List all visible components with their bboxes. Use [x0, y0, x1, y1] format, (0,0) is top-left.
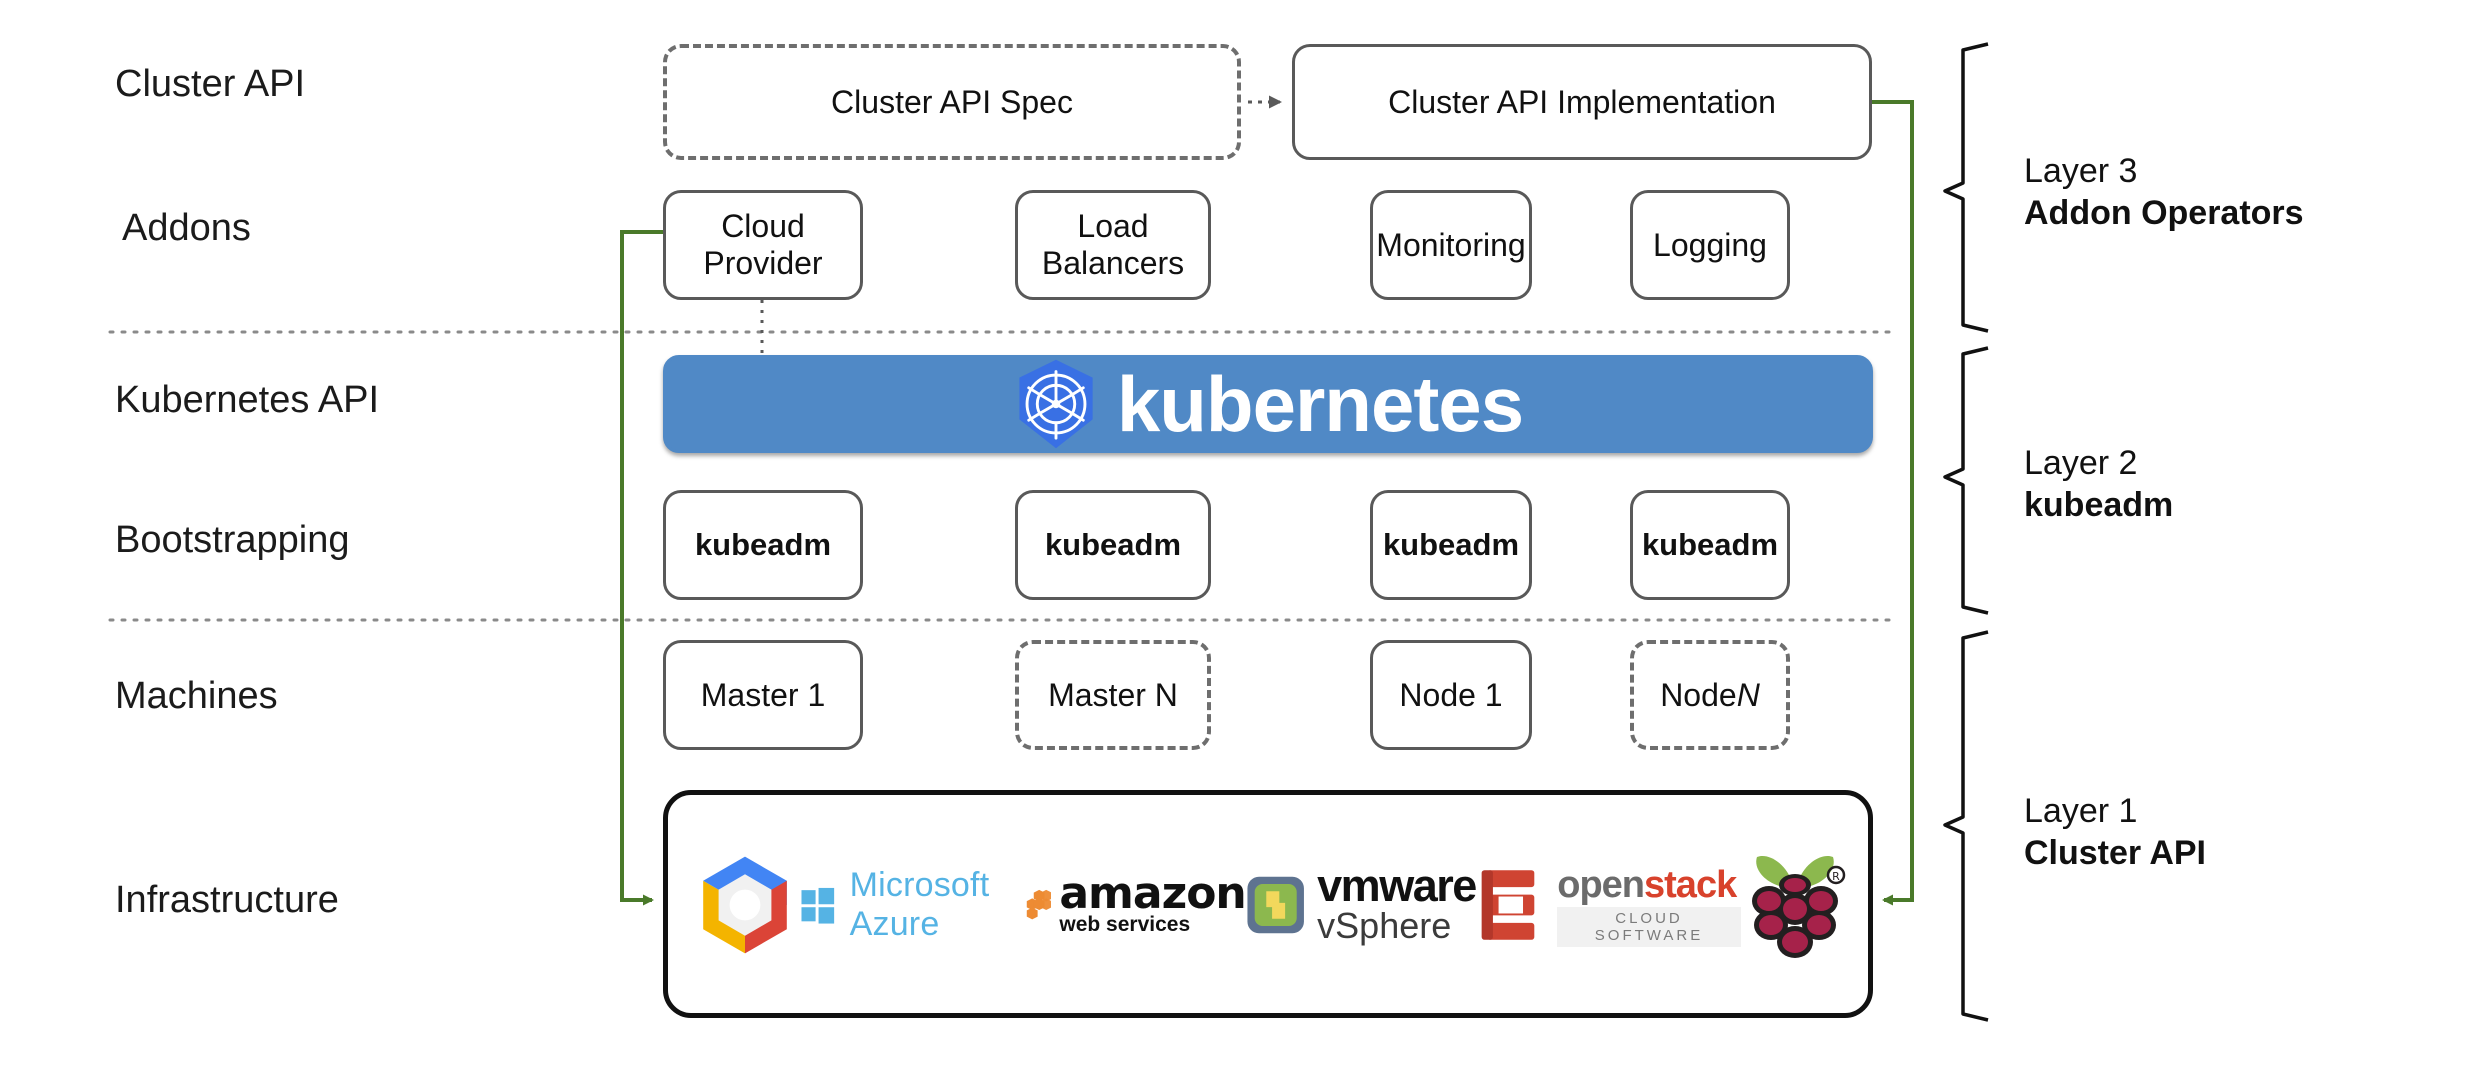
kubernetes-banner[interactable]: kubernetes	[663, 355, 1873, 453]
kubeadm-box-1[interactable]: kubeadm	[663, 490, 863, 600]
kubeadm-box-4[interactable]: kubeadm	[1630, 490, 1790, 600]
brace-label-layer-2-layer: Layer 2	[2024, 444, 2138, 482]
addon-box-load-balancers[interactable]: Load Balancers	[1015, 190, 1211, 300]
machine-box-node-1[interactable]: Node 1	[1370, 640, 1532, 750]
brace-label-layer-2: Layer 2 kubeadm	[2024, 442, 2173, 526]
kubeadm-box-2[interactable]: kubeadm	[1015, 490, 1211, 600]
row-label-addons: Addons	[122, 207, 251, 249]
amazon-wordmark: amazon	[1059, 868, 1246, 919]
kubernetes-wordmark: kubernetes	[1116, 360, 1524, 448]
brace-label-layer-1-layer: Layer 1	[2024, 792, 2138, 830]
svg-text:R: R	[1833, 870, 1841, 883]
brace-layer-3	[1943, 42, 1989, 333]
machine-box-node-n[interactable]: Node N	[1630, 640, 1790, 750]
row-label-bootstrapping: Bootstrapping	[115, 519, 350, 561]
machine-box-master-n[interactable]: Master N	[1015, 640, 1211, 750]
cloud-provider-to-infrastructure-green-connector	[620, 230, 663, 906]
machine-box-node-n-label: Node	[1660, 676, 1737, 713]
raspberry-pi-logo[interactable]: R	[1741, 845, 1850, 965]
cluster-api-implementation-box[interactable]: Cluster API Implementation	[1292, 44, 1872, 160]
row-label-cluster-api: Cluster API	[115, 63, 306, 105]
openstack-block-icon	[1481, 870, 1535, 940]
brace-label-layer-3: Layer 3 Addon Operators	[2024, 150, 2304, 234]
microsoft-azure-logo[interactable]: Microsoft Azure	[800, 866, 1026, 944]
addon-box-logging[interactable]: Logging	[1630, 190, 1790, 300]
google-cloud-platform-logo[interactable]	[690, 850, 800, 960]
vsphere-tile-icon	[1247, 876, 1304, 934]
brace-label-layer-1: Layer 1 Cluster API	[2024, 790, 2206, 874]
vmware-vsphere-logo[interactable]: vmware vSphere	[1246, 860, 1477, 946]
windows-flag-icon	[801, 887, 835, 924]
brace-label-layer-3-name: Addon Operators	[2024, 194, 2304, 232]
brace-layer-1	[1943, 630, 1989, 1022]
kubernetes-helm-wheel-logo	[1019, 359, 1093, 449]
brace-label-layer-3-layer: Layer 3	[2024, 152, 2138, 190]
microsoft-azure-label: Microsoft Azure	[849, 866, 990, 943]
amazon-web-services-logo[interactable]: amazon web services	[1026, 864, 1247, 946]
machine-box-master-1[interactable]: Master 1	[663, 640, 863, 750]
addon-box-monitoring[interactable]: Monitoring	[1370, 190, 1532, 300]
vmware-wordmark: vmware	[1317, 860, 1477, 911]
brace-layer-2	[1943, 346, 1989, 615]
infrastructure-logo-strip: Microsoft Azure amazon web services	[690, 840, 1850, 970]
aws-cubes-icon	[1026, 889, 1052, 920]
machine-box-node-n-italic: N	[1736, 676, 1760, 713]
row-label-kubernetes-api: Kubernetes API	[115, 379, 380, 421]
vsphere-label: vSphere	[1317, 905, 1452, 946]
aws-web-services-label: web services	[1059, 913, 1191, 936]
row-label-infrastructure: Infrastructure	[115, 879, 339, 921]
row-label-machines: Machines	[115, 675, 278, 717]
openstack-stack-label: stack	[1644, 863, 1737, 906]
addon-box-cloud-provider[interactable]: Cloud Provider	[663, 190, 863, 300]
brace-label-layer-1-name: Cluster API	[2024, 834, 2207, 872]
openstack-cloud-software-label: CLOUD SOFTWARE	[1557, 906, 1741, 947]
implementation-to-infrastructure-green-connector	[1872, 100, 1914, 906]
brace-label-layer-2-name: kubeadm	[2024, 486, 2174, 524]
kubeadm-box-3[interactable]: kubeadm	[1370, 490, 1532, 600]
cluster-api-spec-box[interactable]: Cluster API Spec	[663, 44, 1241, 160]
openstack-open-label: open	[1557, 863, 1645, 906]
